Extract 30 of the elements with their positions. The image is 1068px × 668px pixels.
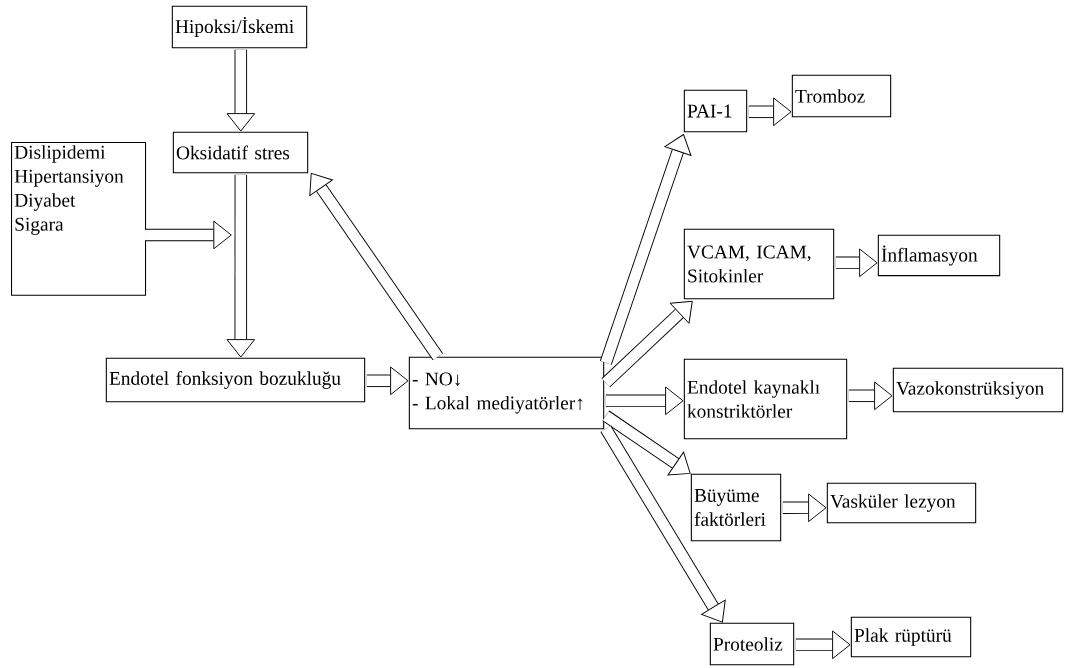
- process-box: Oksidatif stres: [172, 131, 309, 174]
- block-arrow: [309, 172, 443, 361]
- block-arrow: [366, 366, 409, 396]
- block-arrow: [226, 49, 256, 132]
- block-arrow: [782, 493, 827, 523]
- process-box: Endotel kaynaklı konstriktörler: [683, 358, 848, 440]
- process-box: PAI-1: [683, 89, 748, 133]
- block-arrow: [795, 630, 851, 660]
- block-arrow: [748, 97, 792, 127]
- block-arrow: [601, 300, 693, 388]
- process-box: Proteoliz: [709, 622, 795, 666]
- process-box: İnflamasyon: [877, 234, 1001, 277]
- process-box: Tromboz: [791, 74, 892, 118]
- block-arrow: [599, 134, 692, 365]
- process-box: VCAM, ICAM, Sitokinler: [683, 228, 835, 300]
- block-arrow: [848, 381, 893, 411]
- block-arrow: [605, 386, 684, 416]
- process-box: Dislipidemi Hipertansiyon Diyabet Sigara: [11, 142, 147, 296]
- block-arrow: [602, 410, 691, 476]
- block-arrow: [145, 220, 232, 250]
- block-arrow: [835, 248, 878, 278]
- process-box: Hipoksi/İskemi: [171, 5, 308, 49]
- block-arrow: [600, 425, 726, 623]
- process-box: Vasküler lezyon: [826, 482, 977, 524]
- block-arrow: [226, 174, 256, 358]
- process-box: Plak rüptürü: [850, 616, 972, 658]
- process-box: - NO↓ - Lokal mediyatörler↑: [408, 356, 605, 430]
- process-box: Vazokonstrüksiyon: [892, 367, 1064, 413]
- process-box: Büyüme faktörleri: [690, 473, 782, 542]
- process-box: Endotel fonksiyon bozukluğu: [105, 357, 366, 403]
